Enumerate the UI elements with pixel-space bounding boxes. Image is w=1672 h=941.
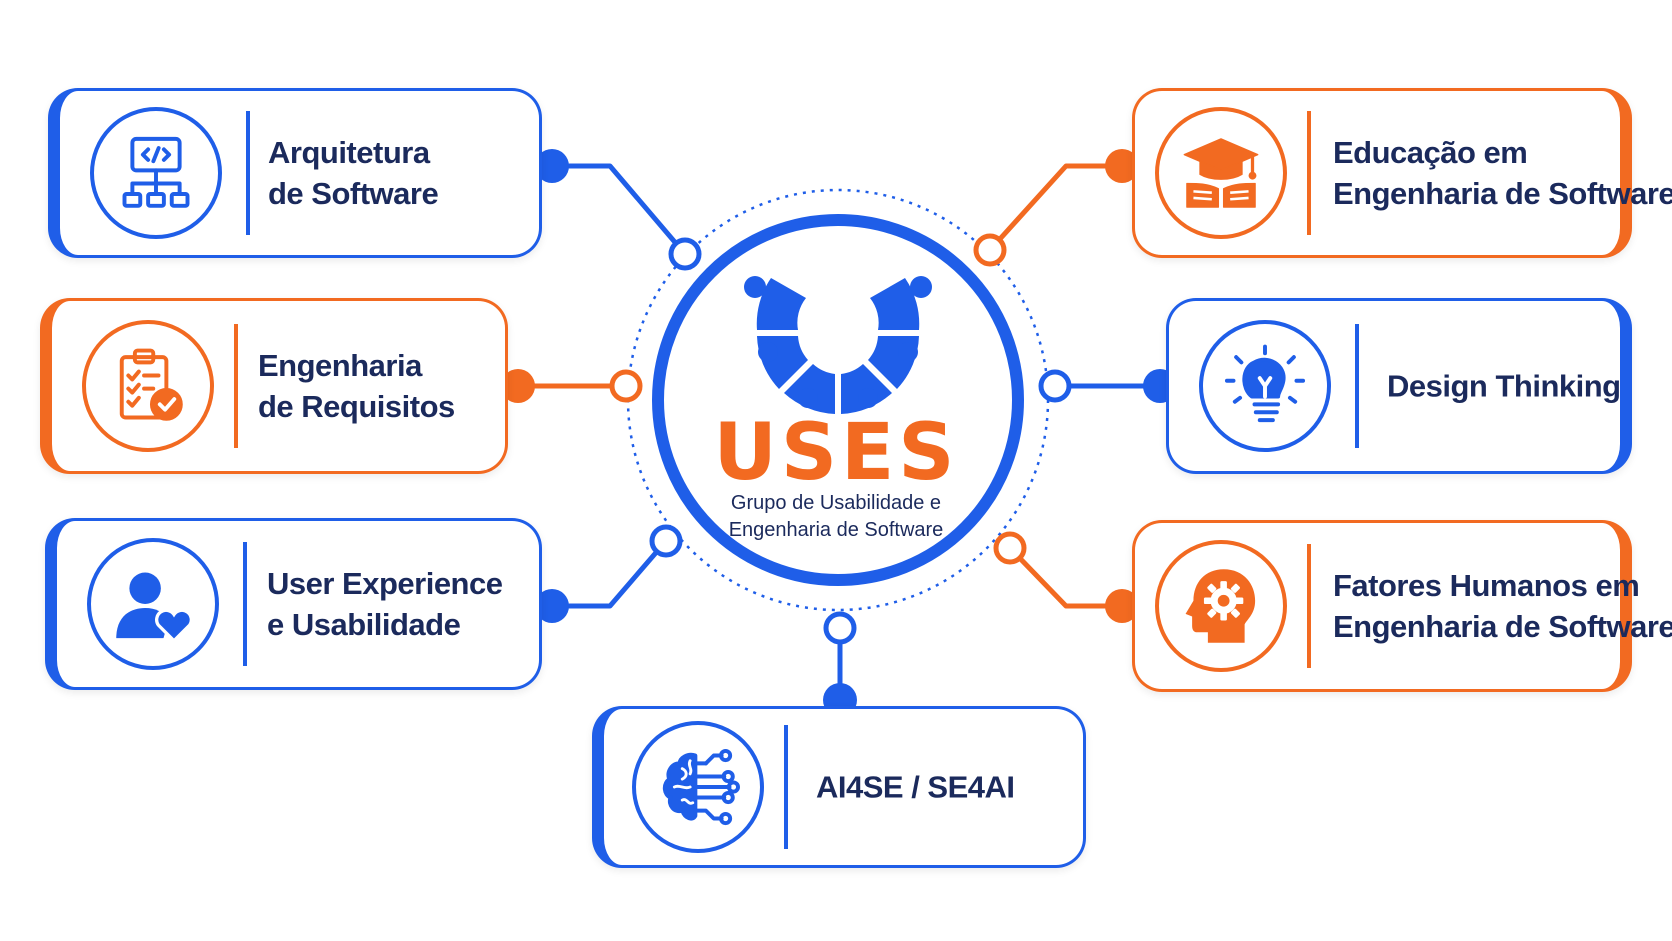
lightbulb-icon [1199, 320, 1331, 452]
graduation-book-icon [1155, 107, 1287, 239]
topic-card-design-thinking: Design Thinking [1166, 298, 1632, 474]
card-divider [234, 324, 238, 448]
connector-educacao [987, 163, 1125, 253]
card-divider [1307, 544, 1311, 668]
connector-ux [549, 538, 669, 609]
hub-circle [652, 214, 1024, 586]
connector-fatores [1007, 545, 1125, 609]
connector-node-inner [668, 237, 702, 271]
card-divider [1307, 111, 1311, 235]
topic-label: AI4SE / SE4AI [816, 769, 1015, 805]
topic-label: Design Thinking [1387, 368, 1621, 404]
connector-node-outer [535, 149, 569, 183]
card-divider [784, 725, 788, 849]
brain-circuit-icon [632, 721, 764, 853]
head-gear-icon [1155, 540, 1287, 672]
card-divider [246, 111, 250, 235]
card-divider [1355, 324, 1359, 448]
connector-arquitetura [549, 163, 688, 257]
uses-logo-icon [744, 276, 932, 414]
hub-subtitle-line1: Grupo de Usabilidade e [730, 492, 942, 514]
hub-title: USES [713, 408, 959, 498]
user-heart-icon [87, 538, 219, 670]
hub-subtitle-line2: Engenharia de Software [728, 519, 944, 541]
topic-card-ai4se: AI4SE / SE4AI [592, 706, 1086, 868]
clipboard-check-icon [82, 320, 214, 452]
architecture-code-icon [90, 107, 222, 239]
card-divider [243, 542, 247, 666]
